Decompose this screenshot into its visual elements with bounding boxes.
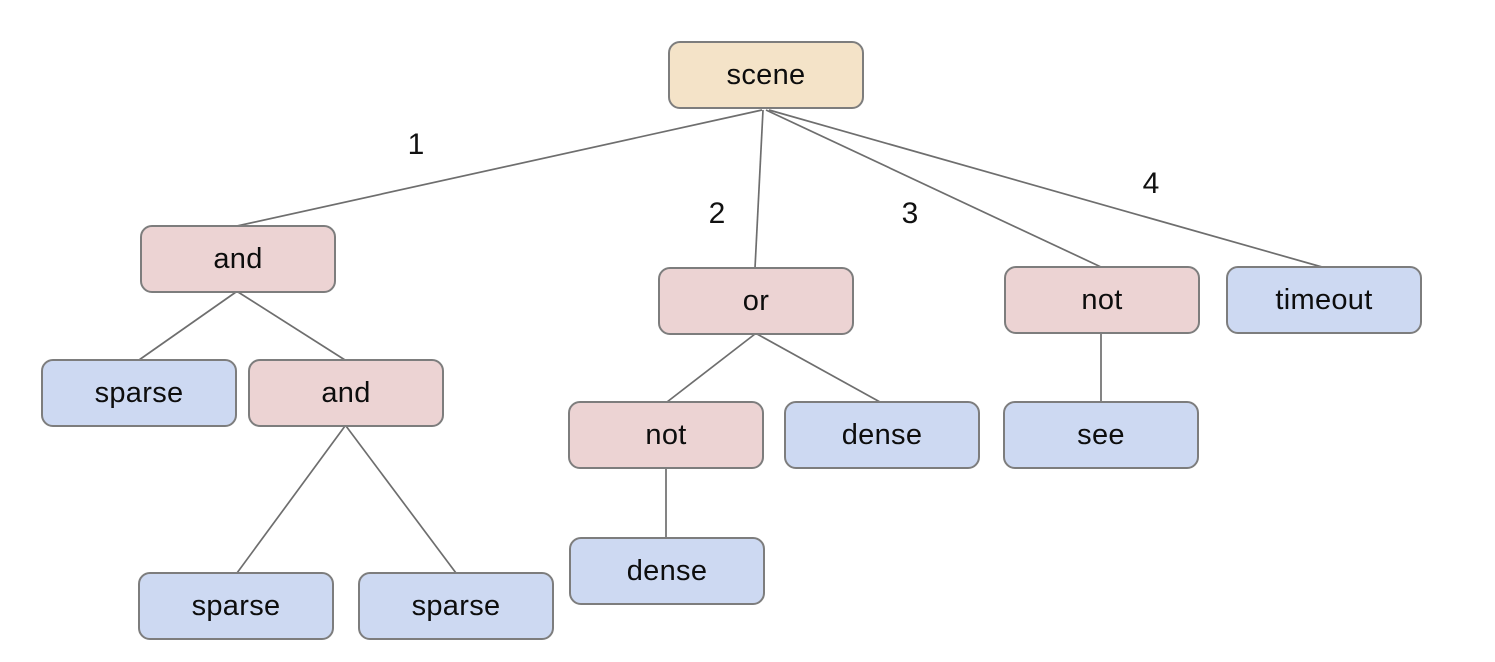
node-label: not (645, 418, 687, 451)
edge-label-4: 4 (1142, 167, 1160, 200)
node-label: sparse (411, 589, 501, 622)
node-label: sparse (191, 589, 281, 622)
node-dense-2: dense (569, 537, 765, 605)
node-label: timeout (1275, 283, 1373, 316)
edge-scene-timeout (768, 109, 1323, 268)
node-not-1: not (1004, 266, 1200, 334)
node-label: see (1077, 418, 1125, 451)
node-label: not (1081, 283, 1123, 316)
node-sparse-3: sparse (358, 572, 554, 640)
node-label: and (321, 376, 371, 409)
edge-label-3: 3 (901, 197, 919, 230)
node-and-1: and (140, 225, 336, 293)
node-sparse-2: sparse (138, 572, 334, 640)
node-label: dense (626, 554, 708, 587)
node-and-2: and (248, 359, 444, 427)
node-or: or (658, 267, 854, 335)
edge-scene-not (765, 109, 1102, 268)
edge-and2-sparse2 (345, 425, 457, 574)
node-timeout: timeout (1226, 266, 1422, 334)
node-label: and (213, 242, 263, 275)
node-not-2: not (568, 401, 764, 469)
node-see: see (1003, 401, 1199, 469)
edge-label-2: 2 (708, 197, 726, 230)
edge-scene-or (754, 109, 764, 269)
edge-or-not (666, 333, 756, 403)
node-label: scene (726, 58, 806, 91)
edge-and-sparse (138, 291, 237, 361)
node-dense-1: dense (784, 401, 980, 469)
node-label: or (742, 284, 770, 317)
edge-and2-sparse (236, 425, 346, 574)
node-scene: scene (668, 41, 864, 109)
edge-label-1: 1 (407, 128, 425, 161)
edge-and-and (237, 291, 346, 361)
node-label: dense (841, 418, 923, 451)
node-sparse-1: sparse (41, 359, 237, 427)
edge-or-dense (756, 333, 881, 403)
node-label: sparse (94, 376, 184, 409)
edge-scene-and (236, 109, 763, 227)
